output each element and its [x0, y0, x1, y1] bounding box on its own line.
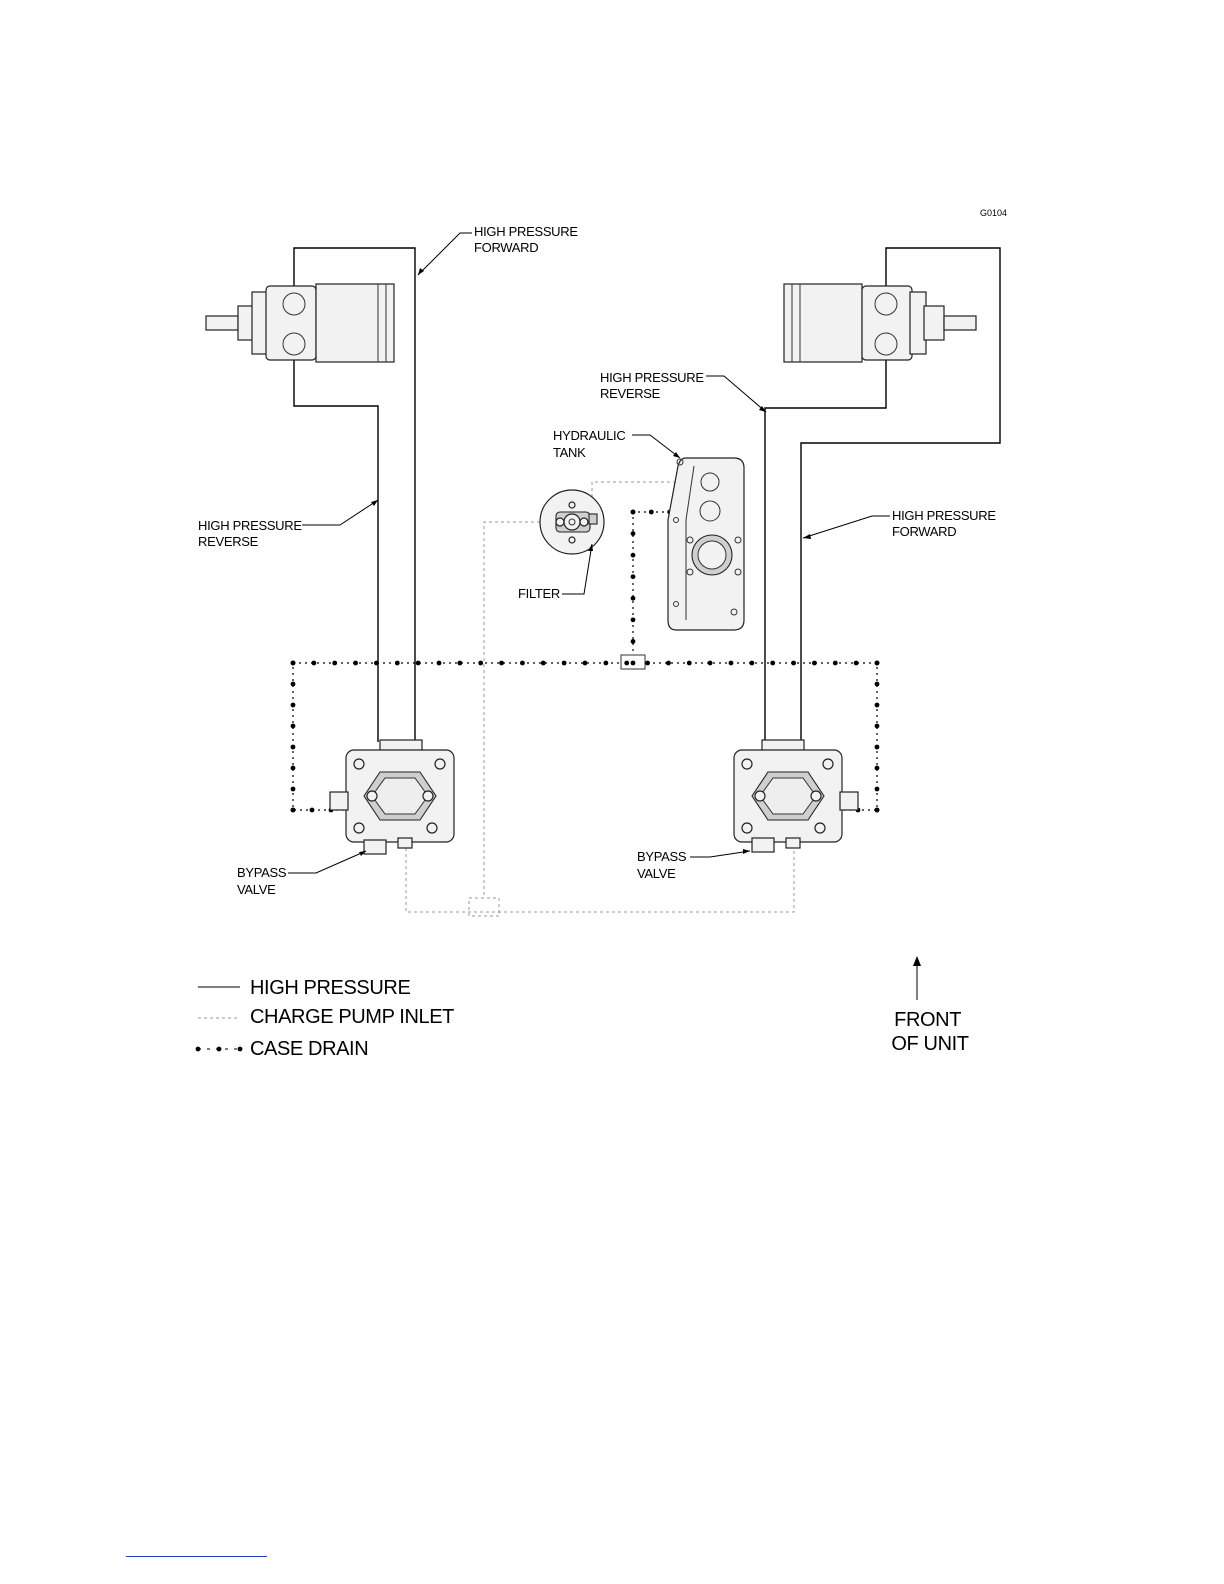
case-drain-dot — [631, 531, 636, 536]
case-drain-dot — [875, 661, 880, 666]
right-motor-body — [784, 284, 862, 362]
case-drain-dot — [499, 661, 504, 666]
hydraulic-tank — [668, 458, 744, 630]
case-drain-dot — [310, 808, 315, 813]
left-motor-shaft — [206, 316, 238, 330]
legend: HIGH PRESSURE CHARGE PUMP INLET CASE DRA… — [196, 977, 455, 1060]
case-drain-dot — [791, 661, 796, 666]
legend-label-charge-pump-inlet: CHARGE PUMP INLET — [250, 1006, 454, 1028]
case-drain-dot — [875, 787, 880, 792]
case-drain-dot — [311, 661, 316, 666]
case-drain-dot — [353, 661, 358, 666]
cpi-line-pump-manifold — [406, 836, 794, 912]
left-bypass-valve — [364, 840, 386, 854]
left-motor-port-block — [266, 286, 316, 360]
case-drain-dot — [520, 661, 525, 666]
case-drain-dot — [631, 617, 636, 622]
case-drain-dot — [708, 661, 713, 666]
case-drain-dot — [875, 682, 880, 687]
label-hp-reverse-right: HIGH PRESSURE REVERSE — [600, 370, 707, 401]
footer-rule — [126, 1556, 267, 1557]
right-bypass-valve — [752, 838, 774, 852]
label-hp-forward-left: HIGH PRESSURE FORWARD — [474, 224, 581, 255]
case-drain-dot — [583, 661, 588, 666]
case-drain-dot — [478, 661, 483, 666]
case-drain-dot — [875, 808, 880, 813]
right-wheel-motor — [784, 284, 976, 362]
front-of-unit-label: FRONT OF UNIT — [891, 1009, 968, 1055]
case-drain-dot — [875, 745, 880, 750]
case-drain-dot — [291, 745, 296, 750]
case-drain-dot — [291, 724, 296, 729]
case-drain-dot — [631, 553, 636, 558]
front-of-unit-indicator: FRONT OF UNIT — [891, 956, 968, 1055]
case-drain-dot — [631, 574, 636, 579]
label-hp-forward-right: HIGH PRESSURE FORWARD — [892, 508, 999, 539]
case-drain-dot — [631, 639, 636, 644]
case-drain-dot — [729, 661, 734, 666]
hp-line-left-reverse — [294, 356, 378, 742]
right-motor-hub — [924, 306, 944, 340]
left-motor-body — [316, 284, 394, 362]
case-drain-dot — [649, 510, 654, 515]
label-filter: FILTER — [518, 586, 560, 601]
left-pump-side-port — [330, 792, 348, 810]
case-drain-dot — [562, 661, 567, 666]
legend-swatch-case-drain — [196, 1047, 243, 1052]
case-drain-dot — [631, 661, 636, 666]
case-drain-dot — [416, 661, 421, 666]
cpi-line-filter-to-pumps — [484, 522, 540, 898]
left-hydrostatic-pump — [330, 740, 454, 854]
filter — [540, 490, 604, 554]
hp-line-right-reverse — [765, 356, 886, 742]
drawing-id: G0104 — [980, 208, 1007, 218]
case-drain-dot — [631, 510, 636, 515]
legend-label-high-pressure: HIGH PRESSURE — [250, 977, 410, 999]
legend-label-case-drain: CASE DRAIN — [250, 1038, 368, 1060]
right-pump-side-port — [840, 792, 858, 810]
filter-outlet — [589, 514, 597, 524]
right-hydrostatic-pump — [734, 740, 858, 852]
case-drain-dot — [631, 596, 636, 601]
right-motor-port-block — [862, 286, 912, 360]
case-drain-dot — [833, 661, 838, 666]
case-drain-dot — [291, 682, 296, 687]
case-drain-dot — [666, 661, 671, 666]
left-wheel-motor — [206, 284, 394, 362]
label-bypass-valve-right: BYPASS VALVE — [637, 849, 690, 881]
label-hp-reverse-left: HIGH PRESSURE REVERSE — [198, 518, 305, 549]
label-bypass-valve-left: BYPASS VALVE — [237, 865, 290, 897]
case-drain-dot — [645, 661, 650, 666]
case-drain-dot — [687, 661, 692, 666]
right-motor-shaft — [944, 316, 976, 330]
case-drain-dot — [603, 661, 608, 666]
case-drain-dot — [291, 766, 296, 771]
case-drain-dot — [291, 661, 296, 666]
case-drain-dot — [374, 661, 379, 666]
case-drain-dot — [332, 661, 337, 666]
case-drain-dot — [624, 661, 629, 666]
case-drain-dot — [749, 661, 754, 666]
label-hydraulic-tank: HYDRAULIC TANK — [553, 428, 629, 460]
case-drain-dot — [437, 661, 442, 666]
case-drain-dot — [291, 808, 296, 813]
case-drain-dot — [395, 661, 400, 666]
case-drain-dot — [291, 703, 296, 708]
case-drain-dot — [875, 724, 880, 729]
cpi-tee-fitting — [469, 898, 499, 916]
case-drain-dot — [541, 661, 546, 666]
case-drain-dot — [770, 661, 775, 666]
case-drain-dot — [291, 787, 296, 792]
case-drain-dot — [457, 661, 462, 666]
case-drain-dot — [875, 766, 880, 771]
case-drain-dot — [875, 703, 880, 708]
case-drain-dot — [812, 661, 817, 666]
case-drain-dot — [854, 661, 859, 666]
